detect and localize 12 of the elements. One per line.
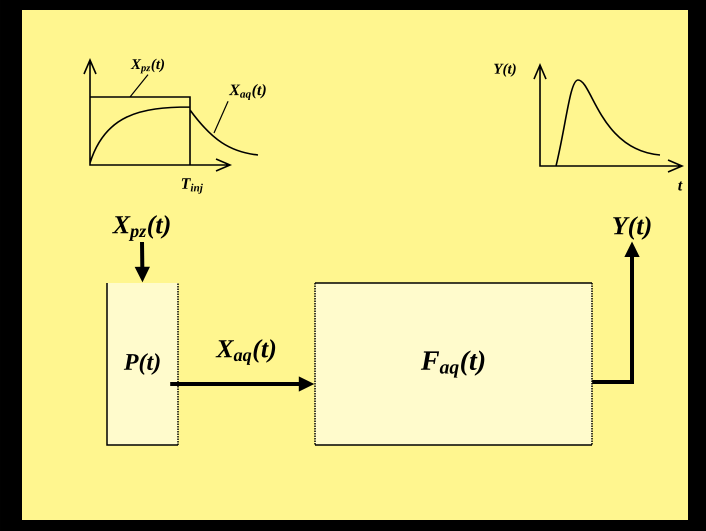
edge-label: X$_{aq}$(t)	[216, 339, 276, 365]
process-box: P(t)	[106, 283, 179, 446]
output-label: Y(t)	[613, 216, 651, 240]
leader-line	[130, 74, 148, 98]
curve-label: X$_{pz}$(t)	[130, 58, 164, 74]
leader-line	[213, 101, 229, 134]
process-box: F$_{aq}$(t)	[314, 282, 593, 446]
axis-label: t	[678, 181, 683, 191]
input-label: X$_{pz}$(t)	[112, 215, 170, 241]
curve-label: X$_{aq}$(t)	[228, 84, 266, 100]
axis-label: Y(t)	[494, 63, 516, 77]
axis-label: T$_{inj}$	[182, 178, 203, 194]
